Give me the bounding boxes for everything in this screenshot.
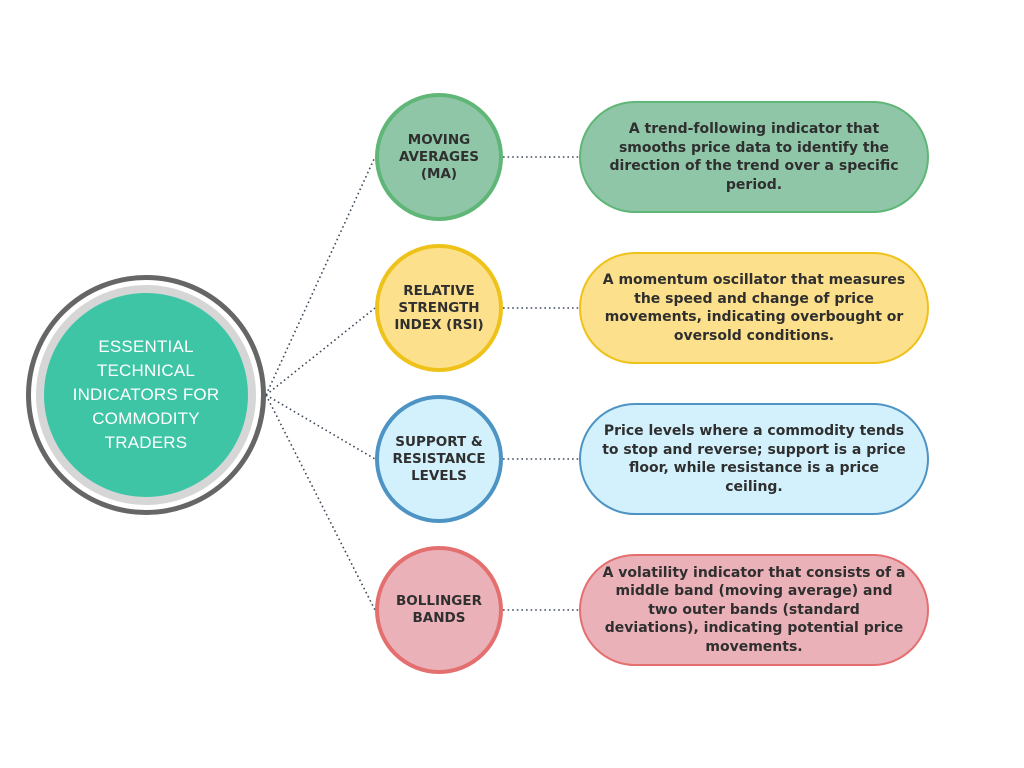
hub-connector-2 (265, 394, 376, 460)
indicator-circle-moving-averages: MOVING AVERAGES (MA) (375, 93, 503, 221)
center-topic-circle: ESSENTIAL TECHNICAL INDICATORS FOR COMMO… (44, 293, 248, 497)
center-topic-title: ESSENTIAL TECHNICAL INDICATORS FOR COMMO… (72, 337, 220, 452)
description-pill-rsi: A momentum oscillator that measures the … (579, 252, 929, 364)
indicator-description: A trend-following indicator that smooths… (609, 121, 899, 193)
indicator-description: A volatility indicator that consists of … (602, 564, 906, 655)
indicator-label: SUPPORT & RESISTANCE LEVELS (392, 433, 486, 484)
indicator-description: A momentum oscillator that measures the … (602, 272, 906, 344)
indicator-circle-rsi: RELATIVE STRENGTH INDEX (RSI) (375, 244, 503, 372)
indicator-label: BOLLINGER BANDS (396, 593, 482, 626)
hub-connector-3 (265, 394, 376, 611)
indicator-label: MOVING AVERAGES (MA) (398, 131, 480, 182)
description-pill-support-resistance: Price levels where a commodity tends to … (579, 403, 929, 515)
description-pill-moving-averages: A trend-following indicator that smooths… (579, 101, 929, 213)
hub-connector-1 (265, 307, 376, 396)
hub-connector-0 (265, 156, 376, 396)
indicator-label: RELATIVE STRENGTH INDEX (RSI) (394, 282, 484, 333)
description-pill-bollinger-bands: A volatility indicator that consists of … (579, 554, 929, 666)
indicator-circle-support-resistance: SUPPORT & RESISTANCE LEVELS (375, 395, 503, 523)
indicator-circle-bollinger-bands: BOLLINGER BANDS (375, 546, 503, 674)
indicator-description: Price levels where a commodity tends to … (602, 423, 906, 495)
